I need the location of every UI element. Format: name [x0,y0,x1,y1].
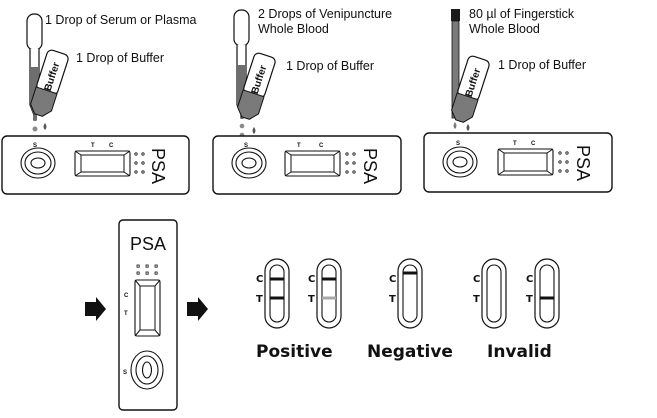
buffer-drop-icon [466,124,470,131]
buffer-bottle-icon: Buffer [30,49,69,117]
well-label: S [456,141,460,147]
t-label: T [473,294,480,305]
test-line [322,296,336,300]
dot-grid [134,152,145,174]
buffer-bottle-icon: Buffer [451,55,490,123]
well-label: S [33,143,37,149]
step-1: 1 Drop of Serum or Plasma Buffer 1 Drop … [1,13,196,195]
strip-inner [486,264,502,323]
step-2: 2 Drops of Venipuncture Whole Blood Buff… [212,7,402,195]
result-strip: CT [256,258,290,329]
result-window [134,279,161,337]
t-label: T [513,141,517,147]
cassette-label: PSA [573,145,593,181]
dot-grid [558,151,569,173]
c-label: C [256,274,263,285]
dot-grid [345,152,356,174]
buffer-label: 1 Drop of Buffer [286,59,374,73]
result-label-positive: Positive [256,342,333,362]
result-window [497,148,554,176]
sample-label-line1: 80 µl of Fingerstick [469,7,575,21]
buffer-drop-icon [252,127,256,134]
c-label: C [109,143,114,149]
sample-drop-icon [239,123,245,129]
dot-grid [136,264,158,275]
cassette-label: PSA [130,234,166,254]
t-label: T [124,311,128,317]
t-label: T [526,294,533,305]
result-strip: CT [389,258,423,329]
cassette-label: PSA [148,148,168,184]
buffer-label: 1 Drop of Buffer [76,51,164,65]
control-line [270,277,284,281]
strip-inner [321,264,337,323]
result-label-negative: Negative [367,342,453,362]
arrow-right-icon [85,297,106,321]
c-label: C [124,293,129,299]
c-label: C [526,274,533,285]
well-label: S [244,143,248,149]
sample-label-line1: 2 Drops of Venipuncture [258,7,392,21]
cassette-horizontal: S T C PSA [423,132,613,193]
sample-label-line2: Whole Blood [258,22,329,36]
result-label-invalid: Invalid [487,342,552,362]
result-window [284,150,341,177]
cassette-horizontal: S T C PSA [212,135,402,195]
c-label: C [473,274,480,285]
t-label: T [91,143,95,149]
c-label: C [308,274,315,285]
well-label: S [123,370,127,376]
arrow-right-icon [187,297,208,321]
buffer-label: 1 Drop of Buffer [498,58,586,72]
t-label: T [297,143,301,149]
sample-drop-icon [32,126,38,132]
t-label: T [308,294,315,305]
c-label: C [389,274,396,285]
cassette-vertical: PSA C T S [118,219,178,411]
t-label: T [389,294,396,305]
sample-drop-icon [453,122,457,129]
strip-inner [539,264,555,323]
buffer-bottle-icon: Buffer [237,52,276,120]
test-line [540,296,554,300]
sample-label-line2: Whole Blood [469,22,540,36]
sample-label: 1 Drop of Serum or Plasma [45,13,196,27]
buffer-drop-icon [43,123,47,130]
t-label: T [256,294,263,305]
control-line [403,271,417,275]
c-label: C [531,141,536,147]
cassette-horizontal: S T C PSA [1,135,190,195]
c-label: C [319,143,324,149]
strip-inner [402,264,418,323]
result-strip: CT [308,258,342,329]
result-window [74,150,131,177]
cassette-label: PSA [360,148,380,184]
step-3: 80 µl of Fingerstick Whole Blood Buffer … [423,7,613,193]
result-strip: CT [473,258,507,329]
result-strip: CT [526,258,560,329]
strip-inner [269,264,285,323]
control-line [322,277,336,281]
test-line [270,296,284,300]
